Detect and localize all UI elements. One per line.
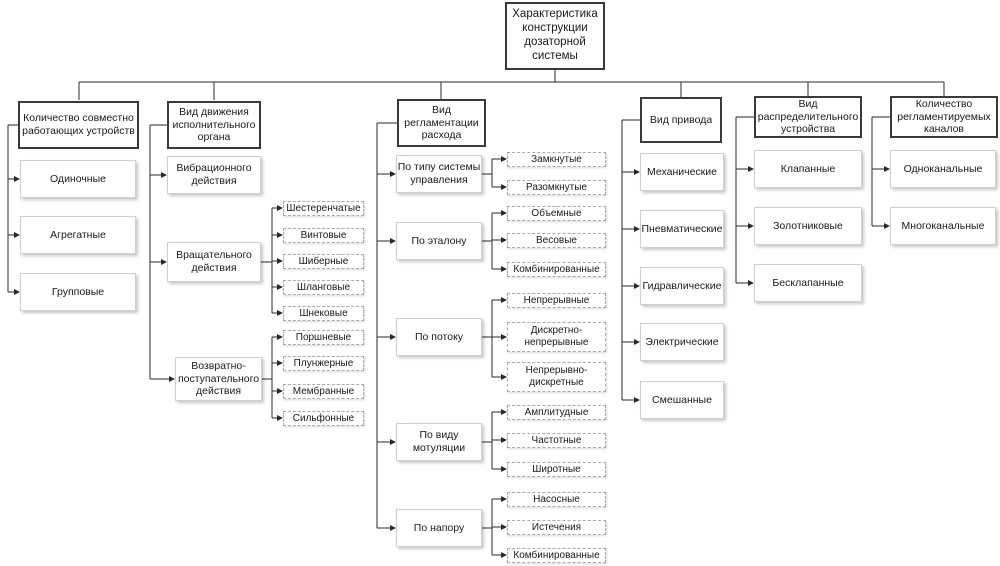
stream-item-continuous: Непрерывные bbox=[507, 293, 606, 308]
connector-arrowhead-75 bbox=[501, 297, 507, 303]
connector-arrowhead-121 bbox=[884, 223, 890, 229]
connector-arrowhead-111 bbox=[748, 166, 754, 172]
motion-vibration: Вибрационного действия bbox=[167, 156, 261, 194]
connector-arrowhead-91 bbox=[501, 496, 507, 502]
drive-electric: Электрические bbox=[640, 323, 724, 361]
connector-arrowhead-21 bbox=[161, 259, 167, 265]
connector-arrowhead-105 bbox=[634, 339, 640, 345]
rotation-item-gate: Шиберные bbox=[283, 254, 364, 269]
connector-arrowhead-23 bbox=[169, 376, 175, 382]
connector-arrowhead-61 bbox=[501, 156, 507, 162]
category-drive-type: Вид привода bbox=[640, 97, 722, 143]
reciprocating-item-piston: Поршневые bbox=[283, 330, 364, 345]
connector-arrowhead-71 bbox=[501, 266, 507, 272]
channels-single: Одноканальные bbox=[890, 150, 996, 188]
modulation-item-width: Широтные bbox=[507, 462, 606, 477]
connector-arrowhead-35 bbox=[277, 310, 283, 316]
flow-group-pressure: По напору bbox=[396, 509, 482, 547]
connector-arrowhead-115 bbox=[748, 280, 754, 286]
root-node: Характеристика конструкции дозаторной си… bbox=[505, 2, 605, 70]
connector-arrowhead-63 bbox=[501, 184, 507, 190]
pressure-item-outflow: Истечения bbox=[507, 520, 606, 535]
connector-arrowhead-87 bbox=[501, 466, 507, 472]
connector-arrowhead-43 bbox=[277, 388, 283, 394]
connector-arrowhead-49 bbox=[390, 171, 396, 177]
drive-hydraulic: Гидравлические bbox=[640, 267, 724, 305]
device-count-single: Одиночные bbox=[20, 160, 136, 198]
connector-arrowhead-13 bbox=[14, 232, 20, 238]
distributor-valve: Клапанные bbox=[754, 150, 862, 188]
rotation-item-hose: Шланговые bbox=[283, 280, 364, 295]
pressure-item-combined: Комбинированные bbox=[507, 548, 606, 563]
category-distributor-type: Вид распределительного устройства bbox=[754, 96, 862, 138]
category-channel-count: Количество регламентируемых каналов bbox=[890, 96, 998, 138]
drive-mixed: Смешанные bbox=[640, 381, 724, 419]
drive-mechanical: Механические bbox=[640, 153, 724, 191]
connector-arrowhead-39 bbox=[277, 334, 283, 340]
pressure-item-pump: Насосные bbox=[507, 492, 606, 507]
connector-arrowhead-33 bbox=[277, 284, 283, 290]
connector-arrowhead-51 bbox=[390, 238, 396, 244]
standard-item-volumetric: Объемные bbox=[507, 206, 606, 221]
drive-pneumatic: Пневматические bbox=[640, 210, 724, 248]
connector-arrowhead-55 bbox=[390, 439, 396, 445]
modulation-item-amplitude: Амплитудные bbox=[507, 405, 606, 420]
connector-arrowhead-79 bbox=[501, 374, 507, 380]
connector-arrowhead-53 bbox=[390, 334, 396, 340]
category-flow-regulation: Вид регламентации расхода bbox=[397, 99, 486, 147]
channels-multi: Многоканальные bbox=[890, 207, 996, 245]
rotation-item-auger: Шнековые bbox=[283, 306, 364, 321]
connector-arrowhead-29 bbox=[277, 232, 283, 238]
stream-item-discrete-continuous: Дискретно-непрерывные bbox=[507, 322, 606, 352]
distributor-valveless: Бесклапанные bbox=[754, 264, 862, 302]
flow-group-modulation: По виду мотуляции bbox=[396, 423, 482, 461]
connector-arrowhead-85 bbox=[501, 437, 507, 443]
connector-arrowhead-41 bbox=[277, 360, 283, 366]
reciprocating-item-bellows: Сильфонные bbox=[283, 411, 364, 426]
connector-arrowhead-31 bbox=[277, 258, 283, 264]
rotation-item-screw: Винтовые bbox=[283, 228, 364, 243]
category-device-count: Количество совместно работающих устройст… bbox=[18, 101, 139, 149]
connector-arrowhead-77 bbox=[501, 334, 507, 340]
connector-arrowhead-113 bbox=[748, 223, 754, 229]
connector-arrowhead-99 bbox=[634, 169, 640, 175]
connector-arrowhead-83 bbox=[501, 409, 507, 415]
connector-arrowhead-69 bbox=[501, 237, 507, 243]
device-count-aggregate: Агрегатные bbox=[20, 216, 136, 254]
connector-arrowhead-15 bbox=[14, 289, 20, 295]
motion-reciprocating: Возвратно-поступательного действия bbox=[175, 357, 262, 401]
connector-arrowhead-19 bbox=[161, 172, 167, 178]
flow-group-control-system: По типу системы управления bbox=[396, 155, 482, 193]
connector-arrowhead-93 bbox=[501, 524, 507, 530]
connector-arrowhead-67 bbox=[501, 210, 507, 216]
rotation-item-gear: Шестеренчатые bbox=[283, 201, 364, 216]
stream-item-continuous-discrete: Непрерывно-дискретные bbox=[507, 362, 606, 392]
connector-arrowhead-95 bbox=[501, 552, 507, 558]
connector-arrowhead-27 bbox=[277, 205, 283, 211]
connector-arrowhead-11 bbox=[14, 176, 20, 182]
flow-group-stream: По потоку bbox=[396, 318, 482, 356]
connector-arrowhead-57 bbox=[390, 525, 396, 531]
device-count-group: Групповые bbox=[20, 273, 136, 311]
distributor-spool: Золотниковые bbox=[754, 207, 862, 245]
flow-group-standard: По эталону bbox=[396, 222, 482, 260]
control-item-closed: Замкнутые bbox=[507, 152, 606, 167]
connector-arrowhead-107 bbox=[634, 397, 640, 403]
motion-rotation: Вращательного действия bbox=[167, 242, 261, 282]
reciprocating-item-plunger: Плунжерные bbox=[283, 356, 364, 371]
connector-arrowhead-45 bbox=[277, 415, 283, 421]
modulation-item-frequency: Частотные bbox=[507, 433, 606, 448]
standard-item-weight: Весовые bbox=[507, 233, 606, 248]
connector-arrowhead-101 bbox=[634, 226, 640, 232]
connector-arrowhead-103 bbox=[634, 283, 640, 289]
reciprocating-item-membrane: Мембранные bbox=[283, 384, 364, 399]
category-motion-type: Вид движения исполнительного органа bbox=[167, 101, 261, 149]
standard-item-combined: Комбинированные bbox=[507, 262, 606, 277]
connector-arrowhead-119 bbox=[884, 166, 890, 172]
control-item-open: Разомкнутые bbox=[507, 180, 606, 195]
